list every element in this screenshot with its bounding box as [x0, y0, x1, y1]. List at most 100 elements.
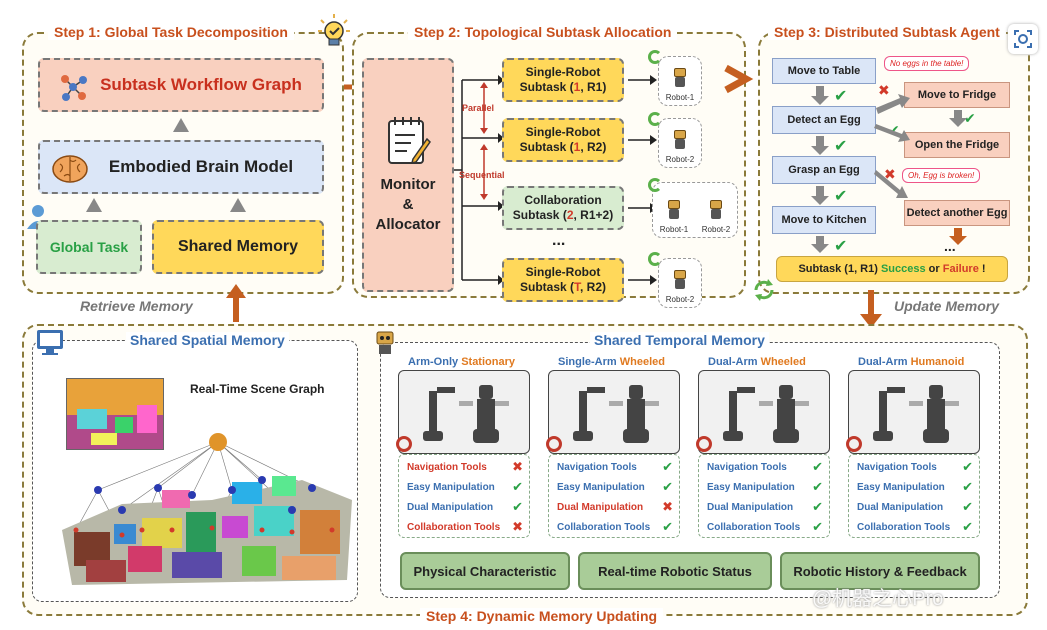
- workflow-graph-label: Subtask Workflow Graph: [100, 75, 302, 94]
- allocator-line-2: &: [402, 196, 414, 213]
- tool-label: Collaboration Tools: [707, 521, 801, 533]
- s3-result-or: or: [925, 263, 943, 275]
- tool-label: Collaboration Tools: [557, 521, 651, 533]
- down-orange-arrow-icon: [858, 288, 884, 330]
- temporal-title: Shared Temporal Memory: [590, 332, 769, 348]
- tool-label: Dual Manipulation: [407, 501, 494, 513]
- refresh-icon: [648, 252, 662, 266]
- cross-icon: ✖: [878, 82, 890, 98]
- check-icon: ✔: [662, 519, 673, 534]
- tool-label: Easy Manipulation: [857, 481, 945, 493]
- tool-list: Navigation Tools✔Easy Manipulation✔Dual …: [548, 454, 680, 538]
- robot-icon: [671, 270, 689, 292]
- allocator-line-1: Monitor: [380, 176, 436, 193]
- s3-right-3: Detect another Egg: [904, 200, 1010, 226]
- robot-type-base: Humanoid: [910, 356, 965, 368]
- s3-result-box: Subtask (1, R1) Success or Failure !: [776, 256, 1008, 282]
- parallel-label: Parallel: [462, 103, 495, 113]
- s3-result-success: Success: [880, 263, 926, 275]
- robot-photo-card: [698, 370, 830, 454]
- robot-pair-b: Robot-2: [702, 200, 730, 234]
- check-icon: ✔: [812, 479, 823, 494]
- tool-row: Easy Manipulation ✔: [707, 479, 823, 495]
- robot-icon: [671, 130, 689, 152]
- tool-row: Dual Manipulation✖: [557, 499, 673, 515]
- tool-row: Collaboration Tools✔: [857, 519, 973, 535]
- subtask-1-num: 1: [573, 80, 581, 94]
- s3-left-3-label: Grasp an Egg: [788, 164, 860, 176]
- tool-label: Easy Manipulation: [557, 481, 645, 493]
- tool-row: Navigation Tools✔: [557, 459, 673, 475]
- check-icon: ✔: [512, 479, 523, 494]
- subtask-4-suffix: , R2): [580, 280, 607, 294]
- s3-left-4: Move to Kitchen: [772, 206, 876, 234]
- robot-photo-card: [848, 370, 980, 454]
- subtask-1-prefix: Subtask (: [519, 80, 574, 94]
- link-icon: [696, 436, 712, 452]
- robot-arrows: [628, 75, 657, 285]
- global-task-label: Global Task: [49, 239, 129, 255]
- robot-type-arm: Arm-Only: [408, 356, 462, 368]
- shared-memory-box: Shared Memory: [152, 220, 324, 274]
- subtask-box-4: Single-Robot Subtask (T, R2): [502, 258, 624, 302]
- s3-right-1-label: Move to Fridge: [917, 89, 997, 101]
- subtask-box-2: Single-Robot Subtask (1, R2): [502, 118, 624, 162]
- s3-result-prefix: Subtask (1, R1): [798, 263, 881, 275]
- robotic-status-label: Real-time Robotic Status: [598, 563, 752, 579]
- monitor-allocator-box: Monitor & Allocator: [362, 58, 454, 292]
- robot-icon: [707, 200, 725, 222]
- tool-row: Navigation Tools✔: [707, 459, 823, 475]
- subtask-3-suffix: , R1+2): [573, 208, 614, 222]
- tool-label: Navigation Tools: [857, 461, 937, 473]
- tool-row: Collaboration Tools ✔: [557, 519, 673, 535]
- brain-model-box: Embodied Brain Model: [38, 140, 324, 194]
- subtask-2-num: 1: [573, 140, 581, 154]
- scene-graph: [62, 433, 352, 585]
- robot-memory-icon: [372, 328, 398, 356]
- robot-type-base: Stationary: [461, 356, 515, 368]
- robot-slot-3: Robot-1 Robot-2: [652, 182, 738, 238]
- check-icon: ✔: [834, 238, 848, 255]
- tool-row: Navigation Tools✖: [407, 459, 523, 475]
- subtask-2-line1: Single-Robot: [525, 125, 601, 139]
- up-arrow-icon: [230, 198, 246, 212]
- notepad-icon: [385, 115, 431, 167]
- s3-result-suffix: !: [978, 263, 986, 275]
- refresh-icon: [648, 178, 662, 192]
- tool-list: Navigation Tools✔Easy Manipulation✔Dual …: [848, 454, 980, 538]
- link-icon: [846, 436, 862, 452]
- s3-right-2: Open the Fridge: [904, 132, 1010, 158]
- tool-row: Navigation Tools✔: [857, 459, 973, 475]
- check-icon: ✔: [962, 499, 973, 514]
- s3-left-1-label: Move to Table: [787, 65, 861, 77]
- s3-bubble-2: Oh, Egg is broken!: [902, 168, 981, 183]
- s3-right-2-label: Open the Fridge: [914, 139, 1000, 151]
- tool-label: Easy Manipulation: [707, 481, 795, 493]
- cross-icon: ✖: [662, 499, 673, 514]
- physical-characteristic-box: Physical Characteristic: [400, 552, 570, 590]
- cross-icon: ✖: [512, 519, 523, 534]
- cross-icon: ✖: [884, 166, 896, 182]
- check-icon: ✔: [834, 88, 848, 105]
- subtask-2-prefix: Subtask (: [519, 140, 574, 154]
- check-icon: ✔: [834, 138, 848, 155]
- robotic-status-box: Real-time Robotic Status: [578, 552, 772, 590]
- tool-row: Collaboration Tools✔: [707, 519, 823, 535]
- shared-memory-label: Shared Memory: [177, 238, 299, 255]
- robot-type-arm: Dual-Arm: [858, 356, 911, 368]
- subtask-4-prefix: Subtask (: [519, 280, 574, 294]
- graph-icon: [56, 70, 90, 104]
- up-arrow-icon: [86, 198, 102, 212]
- subtask-4-line1: Single-Robot: [525, 265, 601, 279]
- tool-row: Easy Manipulation✔: [557, 479, 673, 495]
- robot-slot-4-label: Robot-2: [665, 295, 695, 304]
- global-task-box: Global Task: [36, 220, 142, 274]
- subtask-4-num: T: [574, 280, 580, 294]
- robot-photo-icon: [423, 385, 509, 443]
- up-orange-arrow-icon: [224, 282, 248, 324]
- robot-type-base: Wheeled: [619, 356, 665, 368]
- robot-slot-4: Robot-2: [658, 258, 702, 308]
- retrieve-memory-label: Retrieve Memory: [80, 298, 193, 314]
- step3-title: Step 3: Distributed Subtask Agent: [768, 24, 1006, 40]
- robotic-history-box: Robotic History & Feedback: [780, 552, 980, 590]
